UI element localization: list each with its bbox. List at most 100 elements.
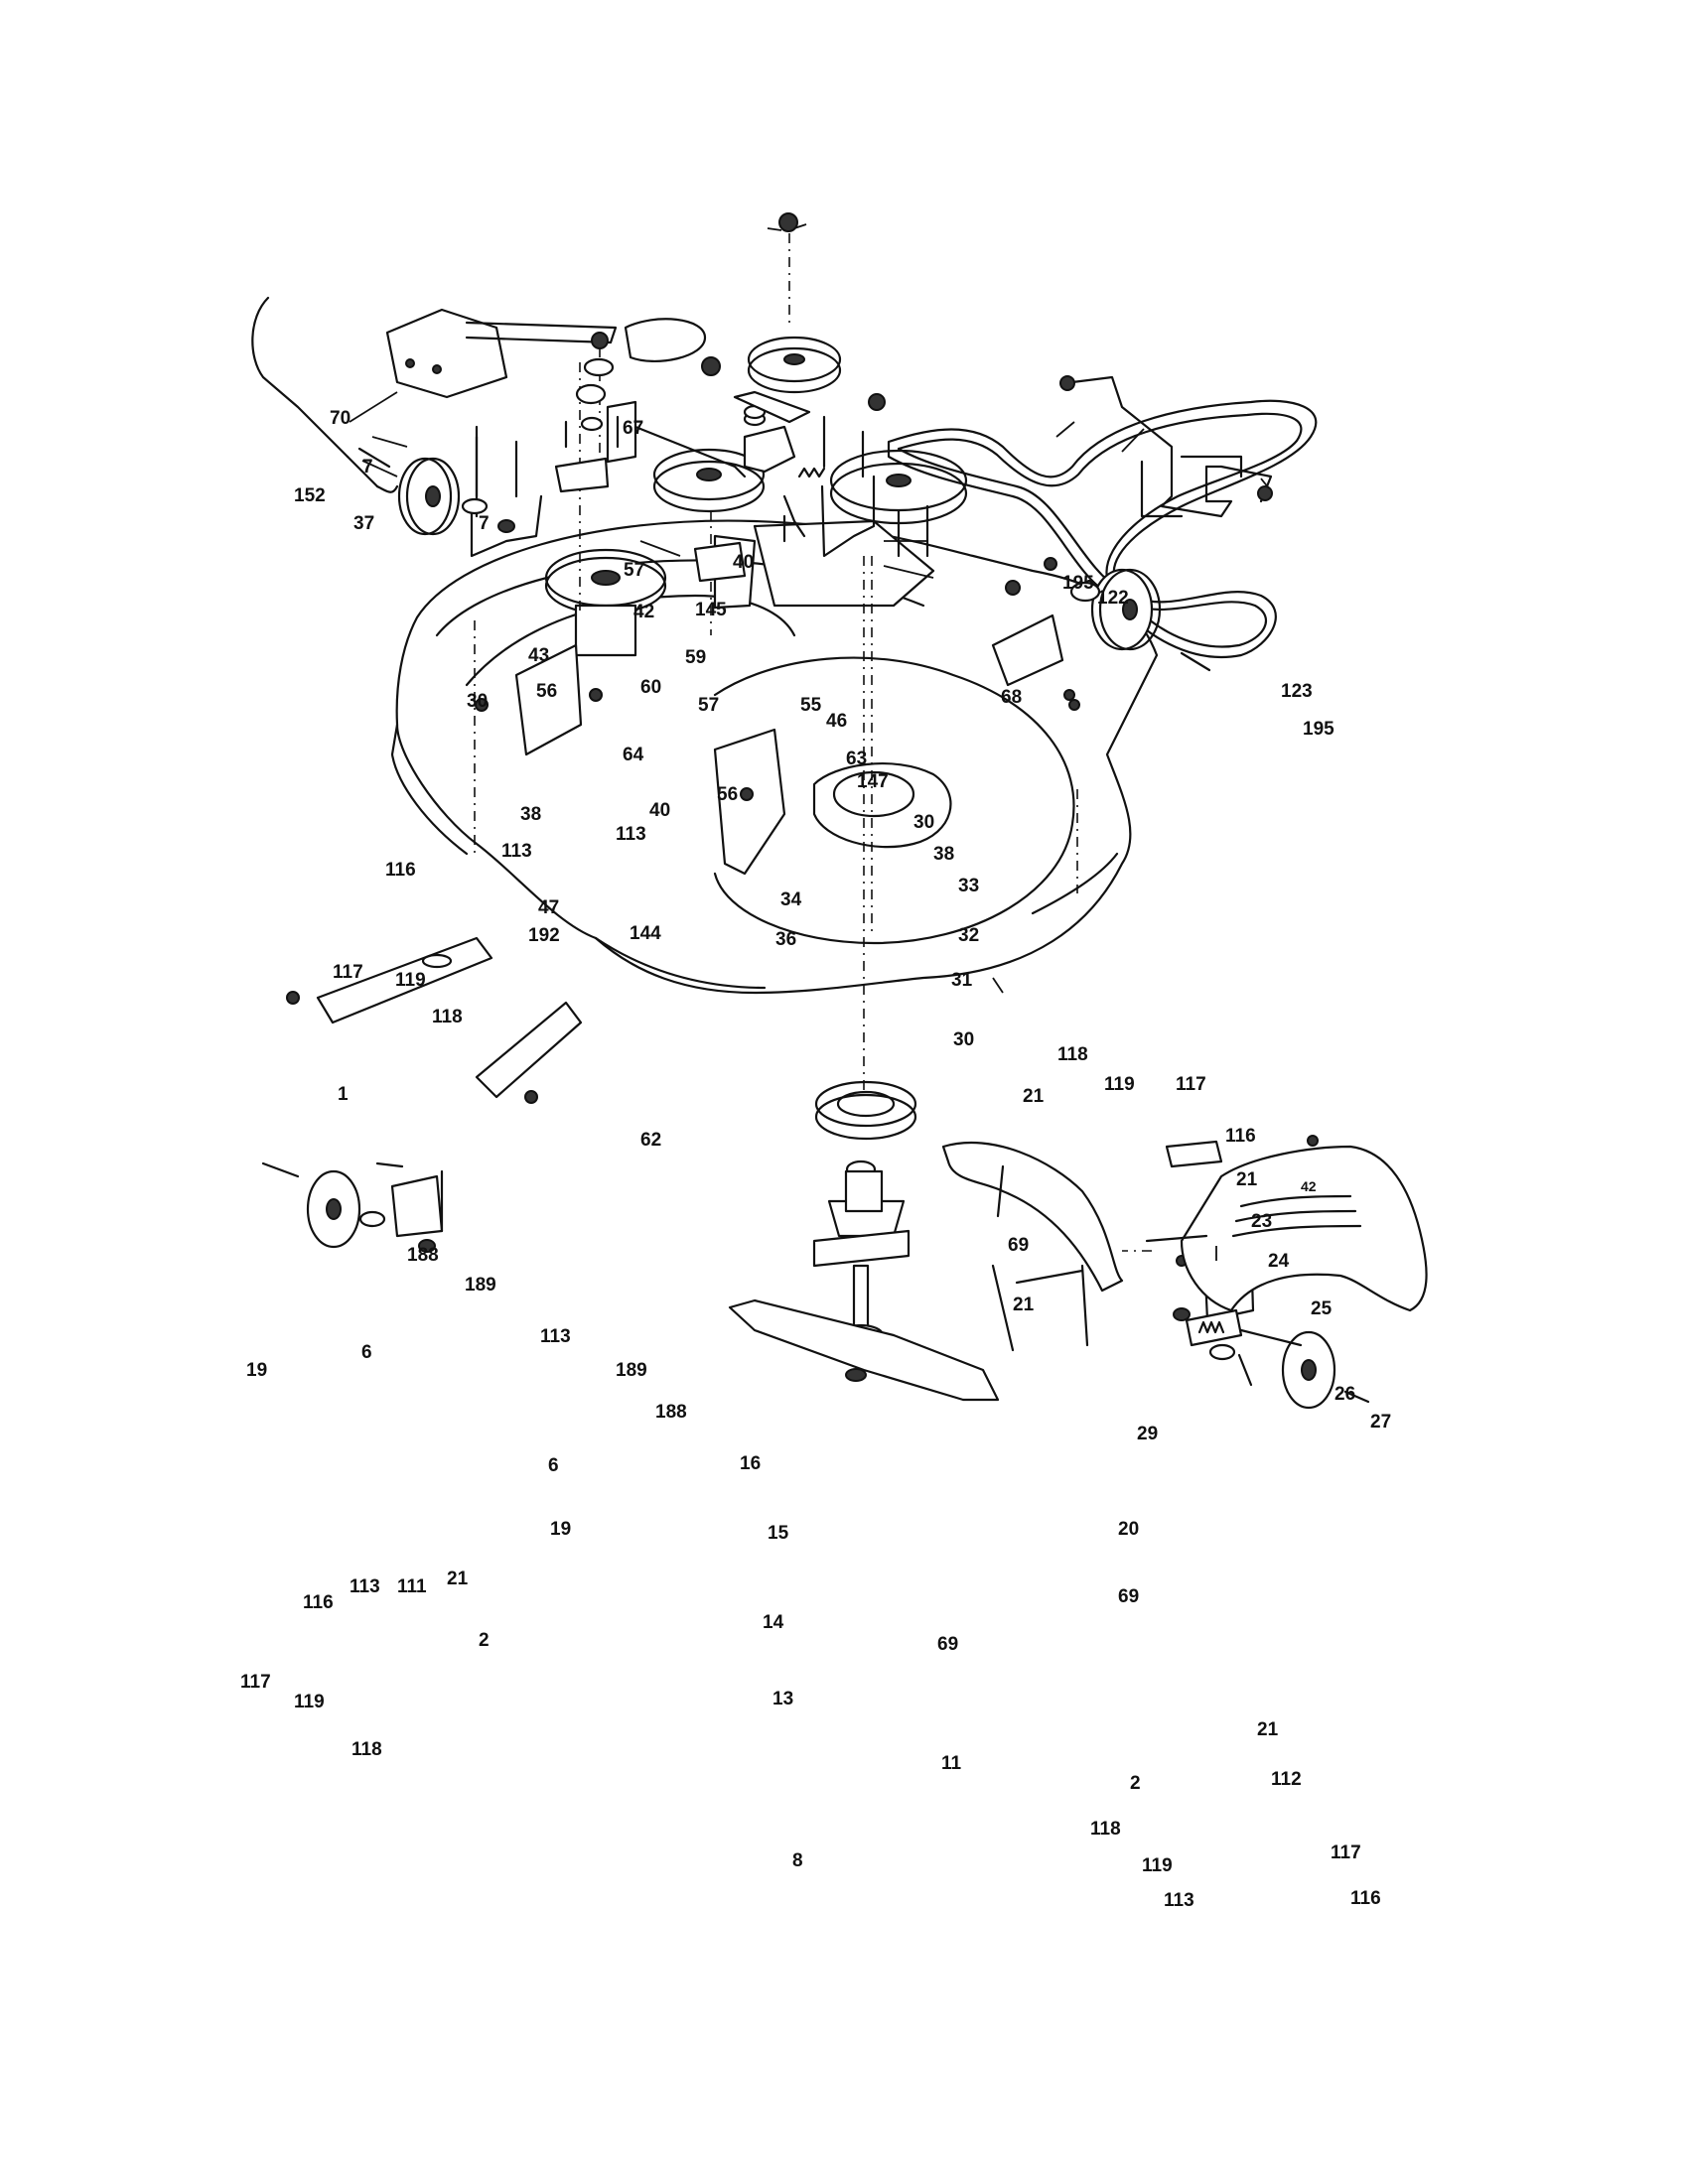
spindle-blade-assembly bbox=[728, 1080, 1000, 1402]
callout-21-bottom-right: 21 bbox=[1257, 1719, 1279, 1740]
mower-deck-housing bbox=[390, 519, 1159, 995]
callout-7-upper: 7 bbox=[362, 457, 373, 478]
callout-117-right: 117 bbox=[1176, 1074, 1206, 1095]
callout-15: 15 bbox=[768, 1523, 789, 1544]
callout-40-lower: 40 bbox=[649, 800, 670, 821]
callout-7-lower: 7 bbox=[479, 513, 490, 534]
callout-31: 31 bbox=[951, 970, 973, 991]
callout-68: 68 bbox=[1001, 687, 1022, 708]
callout-113-upper-left: 113 bbox=[501, 841, 532, 862]
drive-belt bbox=[887, 399, 1318, 658]
front-hanger-links bbox=[286, 936, 583, 1104]
callout-118-right: 118 bbox=[1057, 1044, 1088, 1065]
callout-118-bottom-left: 118 bbox=[351, 1739, 382, 1760]
callout-56-upper: 56 bbox=[536, 681, 557, 702]
callout-117-left: 117 bbox=[333, 962, 363, 983]
callout-147: 147 bbox=[857, 771, 889, 792]
callout-189-right: 189 bbox=[616, 1360, 647, 1381]
callout-40-upper: 40 bbox=[733, 552, 754, 573]
callout-60: 60 bbox=[640, 677, 661, 698]
callout-117-bottom-right: 117 bbox=[1331, 1843, 1361, 1863]
callout-36: 36 bbox=[775, 929, 796, 950]
callout-195-upper: 195 bbox=[1062, 573, 1094, 594]
callout-117-bottom-left: 117 bbox=[240, 1672, 271, 1693]
callout-55: 55 bbox=[800, 695, 822, 716]
callout-20: 20 bbox=[1118, 1519, 1139, 1540]
callout-13: 13 bbox=[772, 1689, 793, 1709]
belt-guide bbox=[1059, 375, 1273, 518]
callout-144: 144 bbox=[630, 923, 661, 944]
callout-116-right: 116 bbox=[1225, 1126, 1256, 1147]
callout-113-center: 113 bbox=[540, 1326, 571, 1347]
callout-119-bottom-right: 119 bbox=[1142, 1855, 1173, 1876]
callout-21-right-mid: 21 bbox=[1236, 1169, 1258, 1190]
callout-188-left: 188 bbox=[407, 1245, 439, 1266]
callout-145: 145 bbox=[695, 600, 727, 620]
callout-113-bottom-right: 113 bbox=[1164, 1890, 1194, 1911]
callout-116-bottom-right: 116 bbox=[1350, 1888, 1381, 1909]
callout-63: 63 bbox=[846, 749, 867, 769]
callout-152: 152 bbox=[294, 485, 326, 506]
callout-122: 122 bbox=[1097, 588, 1129, 609]
callout-188-right: 188 bbox=[655, 1402, 687, 1423]
discharge-deflector: 42 bbox=[1145, 1135, 1428, 1347]
callout-32: 32 bbox=[958, 925, 979, 946]
callout-113-bottom-left: 113 bbox=[350, 1576, 380, 1597]
callout-19-upper: 19 bbox=[246, 1360, 267, 1381]
callout-69-lower-right: 69 bbox=[1118, 1586, 1139, 1607]
callout-21-bottom-left: 21 bbox=[447, 1569, 469, 1589]
callout-118-left: 118 bbox=[432, 1007, 463, 1027]
callout-27: 27 bbox=[1370, 1412, 1391, 1433]
callout-195-lower: 195 bbox=[1303, 719, 1334, 740]
callout-62: 62 bbox=[640, 1130, 661, 1151]
leader-lines bbox=[349, 223, 1270, 1261]
callout-16: 16 bbox=[740, 1453, 761, 1474]
callout-30-middle: 30 bbox=[913, 812, 934, 833]
callout-25: 25 bbox=[1311, 1298, 1333, 1319]
callout-38-right: 38 bbox=[933, 844, 954, 865]
callout-21-right-upper: 21 bbox=[1023, 1086, 1045, 1107]
callout-33: 33 bbox=[958, 876, 979, 896]
deflector-stamp: 42 bbox=[1301, 1178, 1317, 1194]
callout-113-upper-right: 113 bbox=[616, 824, 646, 845]
callout-19-lower: 19 bbox=[550, 1519, 571, 1540]
callout-119-left: 119 bbox=[395, 970, 426, 991]
callout-1: 1 bbox=[338, 1084, 349, 1105]
callout-70: 70 bbox=[330, 408, 351, 429]
callout-37: 37 bbox=[353, 513, 374, 534]
callout-43: 43 bbox=[528, 645, 549, 666]
callout-67: 67 bbox=[623, 418, 643, 439]
callout-26: 26 bbox=[1334, 1384, 1355, 1405]
callout-189-left: 189 bbox=[465, 1275, 496, 1296]
callout-29: 29 bbox=[1137, 1424, 1158, 1444]
callout-118-bottom-right: 118 bbox=[1090, 1819, 1121, 1840]
callout-111: 111 bbox=[397, 1576, 427, 1597]
idler-pulley-assembly bbox=[470, 212, 1075, 701]
callout-56-lower: 56 bbox=[717, 784, 738, 805]
callout-46: 46 bbox=[826, 711, 847, 732]
callout-119-right: 119 bbox=[1104, 1074, 1135, 1095]
callout-14: 14 bbox=[763, 1612, 784, 1633]
callout-192: 192 bbox=[528, 925, 560, 946]
callout-21-right-lower: 21 bbox=[1013, 1295, 1035, 1315]
callout-8: 8 bbox=[792, 1850, 803, 1871]
callout-2-bottom-right: 2 bbox=[1130, 1773, 1141, 1794]
callout-6-lower: 6 bbox=[548, 1455, 559, 1476]
callout-30-left: 30 bbox=[467, 691, 488, 712]
callout-38-left: 38 bbox=[520, 804, 541, 825]
callout-30-lower: 30 bbox=[953, 1029, 974, 1050]
callout-123: 123 bbox=[1281, 681, 1313, 702]
rear-link bbox=[941, 1142, 1124, 1352]
callout-57-lower: 57 bbox=[698, 695, 719, 716]
callout-59: 59 bbox=[685, 647, 706, 668]
callout-47: 47 bbox=[538, 897, 559, 918]
callout-6-upper: 6 bbox=[361, 1342, 372, 1363]
callout-23: 23 bbox=[1251, 1211, 1272, 1232]
callout-112: 112 bbox=[1271, 1769, 1302, 1790]
callout-34: 34 bbox=[780, 889, 802, 910]
callout-64: 64 bbox=[623, 745, 644, 765]
callout-69-upper: 69 bbox=[1008, 1235, 1029, 1256]
callout-69-lower-left: 69 bbox=[937, 1634, 958, 1655]
callout-11: 11 bbox=[941, 1753, 962, 1774]
